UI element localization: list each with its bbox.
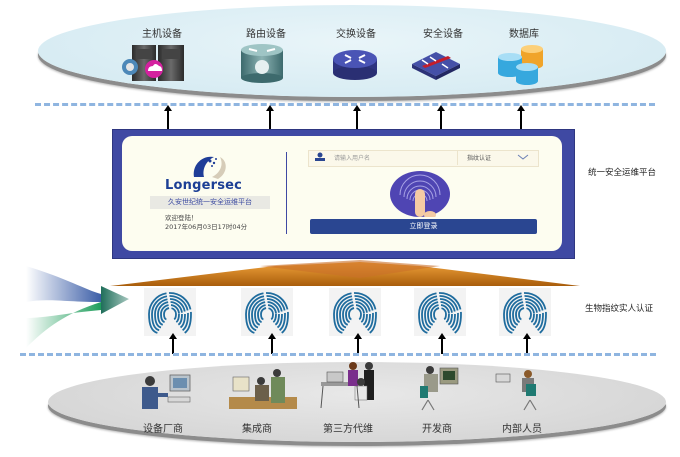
arrow-up-icon (353, 105, 361, 129)
arrow-up-icon (523, 333, 531, 354)
arrow-up-icon (164, 105, 172, 129)
user-label-vendor: 设备厂商 (143, 424, 183, 435)
database-icon (498, 45, 543, 85)
people-at-computer-icon (229, 369, 297, 409)
welcome-message: 欢迎登陆！ 2017年06月03日17时04分 (165, 214, 247, 232)
developer-at-desk-icon (420, 366, 459, 411)
device-label-security: 安全设备 (423, 29, 463, 40)
user-icon (315, 152, 325, 161)
device-label-switch: 交换设备 (336, 29, 376, 40)
server-icon (122, 45, 184, 81)
separator-top (35, 103, 655, 106)
arrow-up-icon (169, 333, 177, 354)
arrow-up-icon (438, 333, 446, 354)
user-label-third-party: 第三方代维 (323, 424, 373, 435)
fingerprint-icon (148, 292, 192, 334)
logo-text: Longersec (165, 178, 243, 193)
login-datetime: 2017年06月03日17时04分 (165, 223, 248, 231)
arrow-up-icon (268, 333, 276, 354)
separator-bottom (20, 353, 656, 356)
switch-icon (333, 50, 377, 80)
fingerprint-icon (333, 292, 377, 334)
device-label-router: 路由设备 (246, 29, 286, 40)
staff-with-laptop-icon (495, 370, 537, 411)
fingerprint-touch-icon (390, 171, 450, 217)
platform-subtitle: 久安世纪统一安全运维平台 (150, 196, 270, 209)
fingerprint-card (414, 288, 466, 336)
platform-side-label: 统一安全运维平台 (588, 168, 657, 178)
login-button[interactable]: 立即登录 (310, 219, 537, 234)
device-label-database: 数据库 (509, 29, 539, 40)
panel-divider (286, 152, 287, 234)
arrow-up-icon (437, 105, 445, 129)
person-at-computer-icon (142, 374, 191, 409)
username-placeholder: 请输入用户名 (334, 155, 371, 162)
fingerprint-icon (503, 292, 547, 334)
biometric-side-label: 生物指纹实人认证 (585, 304, 654, 314)
firewall-icon (412, 52, 460, 80)
user-label-developer: 开发商 (422, 424, 452, 435)
convergence-wedge (110, 260, 580, 286)
input-separator (457, 151, 458, 165)
arrow-up-icon (354, 333, 362, 354)
router-icon (241, 44, 283, 83)
chevron-down-icon[interactable] (517, 154, 529, 161)
fingerprint-card (144, 288, 196, 336)
fingerprint-card (329, 288, 381, 336)
user-label-integrator: 集成商 (242, 424, 272, 435)
longersec-logo-icon (193, 156, 226, 179)
arrow-up-icon (517, 105, 525, 129)
fingerprint-card (241, 288, 293, 336)
welcome-text: 欢迎登陆！ (165, 214, 198, 222)
team-at-workstation-icon (320, 362, 374, 409)
arrow-up-icon (266, 105, 274, 129)
fingerprint-icon (418, 292, 462, 334)
auth-method-select[interactable]: 指纹认证 (467, 155, 492, 162)
fingerprint-icon (245, 292, 289, 334)
input-flow-arrow-icon (26, 266, 129, 348)
fingerprint-card (499, 288, 551, 336)
user-label-internal: 内部人员 (502, 424, 542, 435)
device-label-host: 主机设备 (142, 29, 182, 40)
username-input[interactable] (308, 150, 539, 167)
